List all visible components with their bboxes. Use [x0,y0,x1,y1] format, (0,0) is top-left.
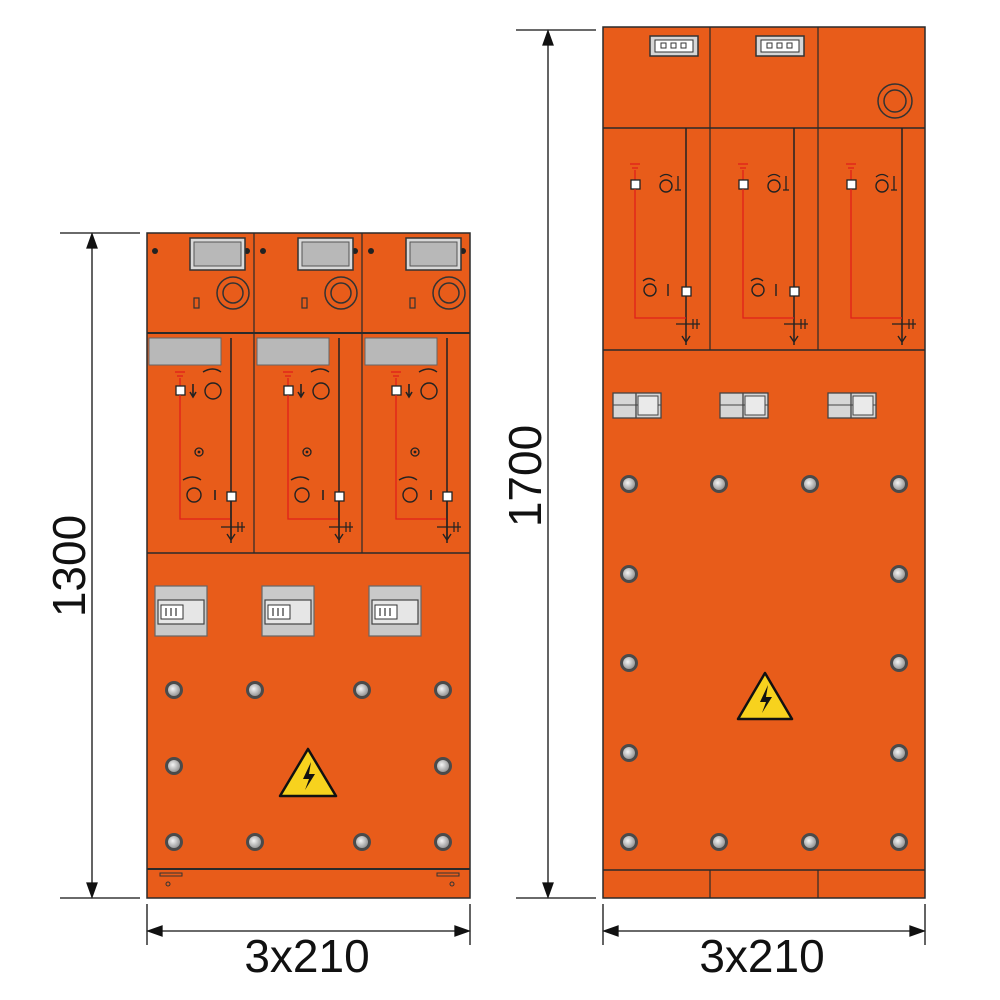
bolt-icon [801,833,819,851]
connector-block [755,35,805,57]
bolt-icon [165,681,183,699]
left-height-label: 1300 [43,515,95,617]
connector-block [649,35,699,57]
right-cabinet [602,26,926,899]
high-voltage-warning-icon [736,671,794,721]
bolt-icon [620,654,638,672]
bolt-icon [710,475,728,493]
right-width-dimension [602,904,926,945]
bolt-icon [801,475,819,493]
bolt-icon [620,475,638,493]
bolt-icon [246,681,264,699]
bolt-icon [434,757,452,775]
bolt-icon [890,565,908,583]
left-bolts [165,681,452,851]
right-switch-unit [738,128,808,345]
right-width-label: 3x210 [699,930,824,982]
knob-icon [877,83,913,119]
left-height-dimension [60,232,140,899]
left-cabinet [146,232,471,899]
right-height-dimension [516,29,596,899]
bolt-icon [620,565,638,583]
bolt-icon [353,681,371,699]
bolt-icon [890,475,908,493]
left-top-unit [152,237,250,310]
right-height-label: 1700 [499,425,551,527]
bolt-icon [165,833,183,851]
bolt-icon [620,744,638,762]
left-top-unit [368,237,466,310]
right-bolts [620,475,908,851]
bolt-icon [246,833,264,851]
right-cabinet-body [602,26,926,899]
knob-icon [216,276,250,310]
left-switch-unit [148,337,245,543]
left-width-label: 3x210 [244,930,369,982]
fuse-block [612,392,662,419]
bolt-icon [890,744,908,762]
meter-block [368,585,422,637]
fuse-block [719,392,769,419]
bolt-icon [434,833,452,851]
meter-block [154,585,208,637]
bolt-icon [890,654,908,672]
right-switch-unit [630,128,700,345]
fuse-block [827,392,877,419]
bolt-icon [165,757,183,775]
bolt-icon [710,833,728,851]
left-width-dimension [146,904,471,945]
bolt-icon [620,833,638,851]
left-switch-unit [256,337,353,543]
bolt-icon [353,833,371,851]
right-switch-unit [846,128,916,345]
bolt-icon [434,681,452,699]
high-voltage-warning-icon [278,747,338,798]
bolt-icon [890,833,908,851]
left-switch-unit [364,337,461,543]
switch-symbol-icon [204,382,222,400]
meter-block [261,585,315,637]
left-top-unit [260,237,358,310]
